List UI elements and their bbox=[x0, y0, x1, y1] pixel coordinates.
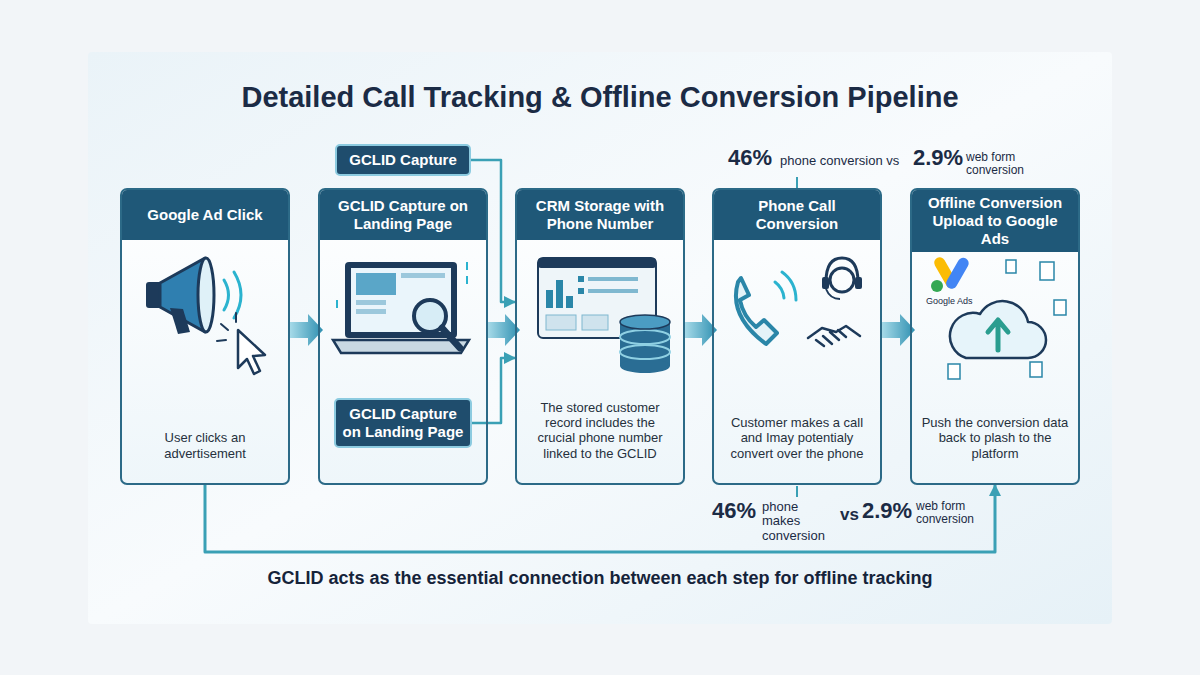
google-ads-cloud-icon bbox=[1006, 260, 1016, 273]
diagram-caption: GCLID acts as the essential connection b… bbox=[0, 568, 1200, 590]
crm-dashboard-icon bbox=[546, 315, 576, 330]
panel-fill bbox=[515, 188, 685, 485]
panel-fill bbox=[318, 188, 488, 485]
crm-dashboard-icon bbox=[588, 277, 638, 281]
laptop-icon bbox=[333, 340, 469, 353]
stat-number: 46% bbox=[728, 146, 772, 170]
laptop-icon bbox=[351, 268, 451, 332]
gclid-link-line bbox=[205, 485, 995, 552]
crm-dashboard-icon bbox=[566, 296, 573, 308]
crm-dashboard-icon bbox=[620, 330, 670, 344]
stat-leader-line bbox=[796, 486, 798, 497]
laptop-icon bbox=[442, 328, 460, 348]
crm-dashboard-icon bbox=[538, 258, 670, 373]
callout-box: GCLID Capture bbox=[335, 144, 471, 176]
panel-heading: CRM Storage with Phone Number bbox=[517, 190, 683, 240]
phone-headset-icon bbox=[736, 278, 777, 344]
google-ads-cloud-icon bbox=[1030, 362, 1042, 377]
stat-label: web form conversion bbox=[966, 151, 1036, 177]
stat-label: web form conversion bbox=[916, 500, 986, 526]
google-ads-cloud-icon bbox=[950, 301, 1046, 358]
crm-dashboard-icon bbox=[546, 290, 553, 308]
gclid-link-line bbox=[472, 358, 515, 423]
phone-headset-icon bbox=[855, 277, 862, 289]
phone-headset-icon bbox=[826, 289, 840, 299]
phone-headset-icon bbox=[808, 326, 860, 346]
stat-leader-line bbox=[796, 177, 798, 188]
phone-headset-icon bbox=[736, 258, 862, 346]
laptop-icon bbox=[401, 273, 445, 278]
panel-fill bbox=[120, 188, 1080, 485]
process-panel: CRM Storage with Phone NumberThe stored … bbox=[515, 188, 685, 485]
process-panel: Phone Call ConversionCustomer makes a ca… bbox=[712, 188, 882, 485]
laptop-icon bbox=[356, 273, 396, 295]
megaphone-icon bbox=[170, 308, 190, 334]
stat-label: vs bbox=[840, 506, 859, 525]
stat-label: phone makes conversion bbox=[762, 500, 838, 543]
process-panel: Google Ad ClickUser clicks an advertisem… bbox=[120, 188, 290, 485]
panel-body-text: User clicks an advertisement bbox=[131, 430, 279, 461]
stat-number: 2.9% bbox=[862, 499, 912, 523]
panel-fill bbox=[910, 188, 1080, 485]
phone-headset-icon bbox=[830, 268, 854, 292]
laptop-icon bbox=[356, 309, 386, 314]
panel-heading: Google Ad Click bbox=[122, 190, 288, 240]
google-ads-cloud-icon bbox=[931, 280, 943, 292]
megaphone-icon bbox=[224, 272, 241, 318]
laptop-icon bbox=[356, 300, 386, 305]
crm-dashboard-icon bbox=[538, 258, 656, 268]
panel-body-text: The stored customer record includes the … bbox=[526, 400, 674, 461]
process-panel: GCLID Capture on Landing PageGCLID Captu… bbox=[318, 188, 488, 485]
crm-dashboard-icon bbox=[620, 315, 670, 329]
process-panel: Offline Conversion Upload to Google AdsP… bbox=[910, 188, 1080, 485]
megaphone-icon bbox=[238, 330, 265, 374]
megaphone-icon bbox=[146, 258, 265, 374]
phone-headset-icon bbox=[775, 272, 796, 300]
panel-fill bbox=[712, 188, 882, 485]
callout-text: GCLID Capture bbox=[343, 151, 463, 169]
panel-fill bbox=[120, 188, 290, 485]
panel-body-text: Push the conversion data back to plash t… bbox=[921, 415, 1069, 461]
megaphone-icon bbox=[198, 258, 214, 332]
laptop-icon bbox=[337, 262, 467, 308]
crm-dashboard-icon bbox=[620, 345, 670, 359]
phone-headset-icon bbox=[826, 258, 858, 282]
background-card bbox=[88, 52, 1112, 624]
panel-heading: Phone Call Conversion bbox=[714, 190, 880, 240]
google-ads-cloud-icon bbox=[948, 364, 960, 379]
google-ads-cloud-icon bbox=[1040, 262, 1054, 280]
google-ads-cloud-icon bbox=[1054, 300, 1066, 315]
background-card bbox=[88, 52, 1112, 624]
crm-dashboard-icon bbox=[588, 289, 638, 293]
panel-body-text: Customer makes a call and Imay potential… bbox=[723, 415, 871, 461]
crm-dashboard-icon bbox=[578, 276, 584, 282]
stat-label: Google Ads bbox=[926, 297, 973, 307]
crm-dashboard-icon bbox=[582, 315, 608, 330]
stat-number: 46% bbox=[712, 499, 756, 523]
megaphone-icon bbox=[217, 313, 236, 341]
panel-heading: GCLID Capture on Landing Page bbox=[320, 190, 486, 240]
crm-dashboard-icon bbox=[620, 359, 670, 373]
google-ads-cloud-icon bbox=[931, 255, 1066, 379]
phone-headset-icon bbox=[822, 277, 829, 289]
crm-dashboard-icon bbox=[578, 288, 584, 294]
google-ads-cloud-icon bbox=[944, 256, 971, 291]
diagram-title: Detailed Call Tracking & Offline Convers… bbox=[0, 80, 1200, 115]
stat-number: 2.9% bbox=[913, 146, 963, 170]
panel-heading: Offline Conversion Upload to Google Ads bbox=[912, 190, 1078, 252]
callout-box: GCLID Capture on Landing Page bbox=[334, 398, 472, 448]
callout-text: GCLID Capture on Landing Page bbox=[342, 405, 464, 441]
google-ads-cloud-icon bbox=[988, 320, 1008, 350]
stat-label: phone conversion vs bbox=[780, 154, 899, 168]
crm-dashboard-icon bbox=[556, 280, 563, 308]
laptop-icon bbox=[333, 262, 469, 353]
